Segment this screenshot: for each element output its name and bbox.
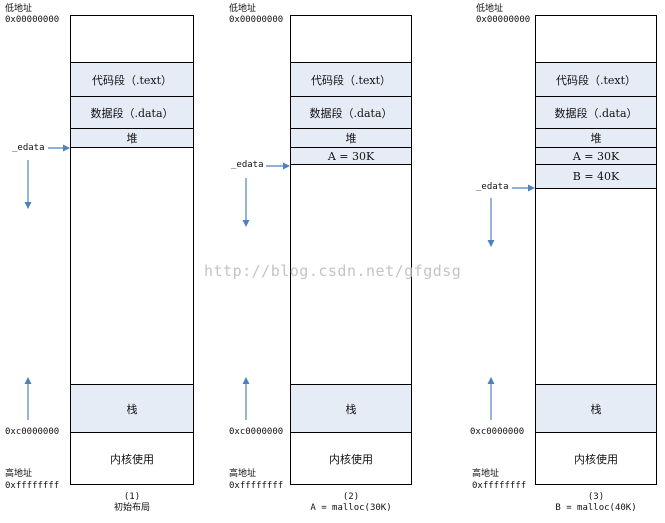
stack-base-hex: 0xc0000000 [470,427,525,437]
low-address-label: 低地址 [5,4,33,14]
caption-number-2: (2) [342,492,360,502]
text-segment: 代码段（.text） [70,62,194,97]
edata-label: _edata [476,182,509,192]
text-segment: 代码段（.text） [535,62,657,97]
high-address-hex: 0xffffffff [472,481,527,491]
watermark-text: http://blog.csdn.net/gfgdsg [204,262,462,280]
low-address-hex: 0x00000000 [5,15,60,25]
text-segment: 代码段（.text） [290,62,412,97]
heap-segment: 堆 [70,128,194,148]
kernel-segment: 内核使用 [70,432,194,485]
caption-text-1: 初始布局 [113,503,150,513]
stack-base-hex: 0xc0000000 [5,427,60,437]
kernel-segment: 内核使用 [535,432,657,485]
high-address-label: 高地址 [472,469,500,479]
b-block-segment: B = 40K [535,164,657,189]
data-segment: 数据段（.data） [535,96,657,129]
low-address-label: 低地址 [476,4,504,14]
edata-label: _edata [231,160,264,170]
stack-base-hex: 0xc0000000 [229,427,284,437]
kernel-segment: 内核使用 [290,432,412,485]
high-address-hex: 0xffffffff [229,481,284,491]
data-segment: 数据段（.data） [70,96,194,129]
high-address-hex: 0xffffffff [5,481,60,491]
low-address-hex: 0x00000000 [229,15,284,25]
data-segment: 数据段（.data） [290,96,412,129]
high-address-label: 高地址 [229,469,257,479]
stack-segment: 栈 [535,384,657,433]
stack-segment: 栈 [290,384,412,433]
edata-label: _edata [12,143,45,153]
caption-number-3: (3) [587,492,605,502]
low-address-hex: 0x00000000 [476,15,531,25]
caption-number-1: (1) [123,492,141,502]
caption-text-2: A = malloc(30K) [310,503,392,513]
caption-text-3: B = malloc(40K) [555,503,637,513]
a-block-segment: A = 30K [290,147,412,165]
stack-segment: 栈 [70,384,194,433]
high-address-label: 高地址 [5,469,33,479]
low-address-label: 低地址 [229,4,257,14]
